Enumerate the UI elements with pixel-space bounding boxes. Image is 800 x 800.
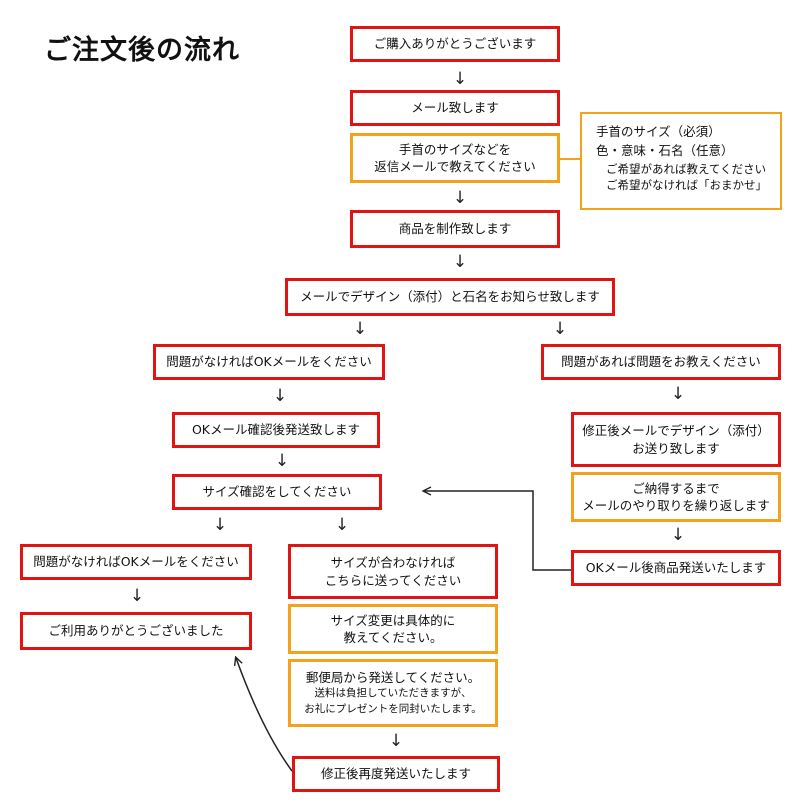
note-line1: 手首のサイズ（必須） (596, 124, 721, 139)
note-line3: ご希望があれば教えてください (606, 161, 767, 176)
step-issue: 問題があれば問題をお教えください (541, 344, 781, 380)
step-size-change: サイズ変更は具体的に 教えてください。 (288, 604, 498, 654)
step-ok-confirm-label: OKメール確認後発送致します (191, 422, 361, 438)
step-post-line3: お礼にプレゼントを同封いたします。 (304, 702, 482, 715)
reship-arrow (236, 658, 293, 772)
arrow-down: ↓ (452, 69, 468, 89)
step-mail: メール致します (350, 90, 560, 126)
step-mail-label: メール致します (411, 100, 499, 116)
arrow-down: ↓ (452, 252, 468, 272)
step-ok-send-2: 問題がなければOKメールをください (20, 544, 252, 580)
step-change-line2: 教えてください。 (343, 630, 443, 645)
step-make-label: 商品を制作致します (398, 221, 512, 237)
step-size-mismatch: サイズが合わなければ こちらに送ってください (288, 544, 498, 599)
step-reship-label: 修正後再度発送いたします (320, 766, 471, 782)
step-ok-send-2-label: 問題がなければOKメールをください (33, 554, 239, 570)
step-ok-ship-label: OKメール後商品発送いたします (585, 560, 767, 576)
arrow-down: ↓ (552, 319, 568, 339)
step-revise: 修正後メールでデザイン（添付） お送り致します (571, 412, 781, 467)
arrow-down: ↓ (452, 188, 468, 208)
step-design-label: メールでデザイン（添付）と石名をお知らせ致します (300, 289, 600, 305)
size-note: 手首のサイズ（必須） 色・意味・石名（任意） ご希望があれば教えてください ご希… (580, 112, 782, 210)
step-repeat-line2: メールのやり取りを繰り返します (582, 498, 770, 513)
step-change-line1: サイズ変更は具体的に (330, 612, 456, 628)
step-issue-label: 問題があれば問題をお教えください (561, 354, 761, 370)
step-post-office: 郵便局から発送してください。 送料は負担していただきますが、 お礼にプレゼントを… (288, 659, 498, 727)
arrow-down: ↓ (670, 525, 686, 545)
step-revise-line1: 修正後メールでデザイン（添付） (582, 423, 770, 438)
step-post-line1: 郵便局から発送してください。 (305, 669, 481, 685)
step-thanks-end: ご利用ありがとうございました (20, 612, 252, 650)
step-repeat: ご納得するまで メールのやり取りを繰り返します (571, 472, 781, 522)
step-mismatch-line1: サイズが合わなければ (330, 555, 456, 570)
step-size-check: サイズ確認をしてください (172, 474, 382, 510)
step-ok-send: 問題がなければOKメールをください (153, 344, 385, 380)
step-thanks-label: ご購入ありがとうございます (373, 36, 537, 52)
step-thanks-end-label: ご利用ありがとうございました (48, 623, 224, 639)
arrow-down: ↓ (274, 451, 290, 471)
step-reship: 修正後再度発送いたします (292, 756, 500, 792)
step-wrist-line2: 返信メールで教えてください (374, 159, 536, 174)
return-arrow (424, 491, 572, 571)
arrow-down: ↓ (334, 515, 350, 535)
arrow-down: ↓ (212, 515, 228, 535)
step-thanks: ご購入ありがとうございます (350, 26, 560, 62)
step-mismatch-line2: こちらに送ってください (324, 572, 462, 588)
step-wrist-size: 手首のサイズなどを 返信メールで教えてください (350, 133, 560, 183)
step-post-line2: 送料は負担していただきますが、 (314, 687, 472, 699)
step-ok-ship: OKメール後商品発送いたします (571, 550, 781, 586)
arrow-down: ↓ (352, 319, 368, 339)
step-revise-line2: お送り致します (632, 440, 720, 456)
note-line4: ご希望がなければ「おまかせ」 (606, 178, 767, 193)
step-design: メールでデザイン（添付）と石名をお知らせ致します (285, 278, 615, 316)
step-wrist-line1: 手首のサイズなどを (398, 141, 512, 157)
step-ok-confirm: OKメール確認後発送致します (172, 412, 380, 448)
step-repeat-line1: ご納得するまで (632, 480, 720, 496)
step-ok-send-label: 問題がなければOKメールをください (166, 354, 372, 370)
step-make: 商品を制作致します (350, 210, 560, 248)
note-line2: 色・意味・石名（任意） (596, 143, 734, 159)
arrow-down: ↓ (272, 386, 288, 406)
page-title: ご注文後の流れ (44, 35, 240, 66)
step-size-check-label: サイズ確認をしてください (202, 484, 352, 500)
arrow-down: ↓ (388, 731, 404, 751)
arrow-down: ↓ (129, 586, 145, 606)
arrow-down: ↓ (670, 384, 686, 404)
